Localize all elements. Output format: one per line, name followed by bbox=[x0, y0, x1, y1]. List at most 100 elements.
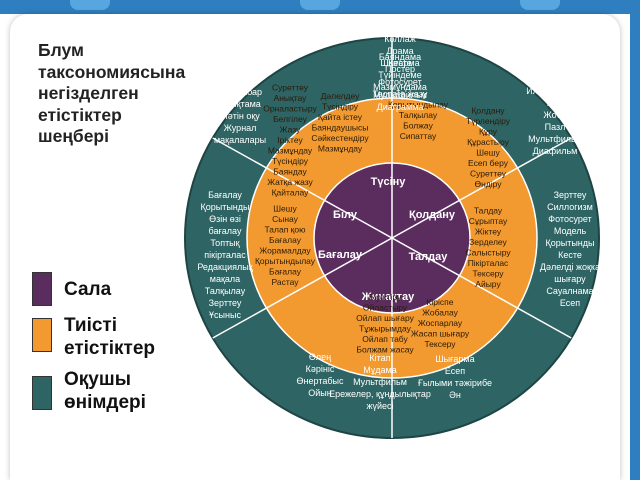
verb-label: Жорамалдау bbox=[259, 245, 311, 255]
verb-label: Тексеру bbox=[424, 339, 456, 349]
verb-label: Болжау bbox=[403, 120, 433, 130]
verb-label: Баяндаушысы bbox=[312, 122, 369, 132]
verb-label: Растау bbox=[271, 277, 299, 287]
legend-label: Тиісті етістіктер bbox=[64, 314, 155, 360]
title-line: етістіктер bbox=[38, 104, 122, 125]
verb-label: Талдау bbox=[474, 205, 503, 215]
verb-label: Қайта істеу bbox=[318, 112, 363, 122]
title-line: шеңбері bbox=[38, 126, 109, 146]
verb-label: Мазмұндау bbox=[268, 146, 313, 156]
verb-label: Мазмұндау bbox=[318, 143, 363, 153]
product-label: Жоба bbox=[543, 110, 566, 120]
product-label: мақала bbox=[210, 274, 240, 284]
product-label: Аналогия bbox=[380, 22, 420, 32]
product-label: Өнертабыс bbox=[297, 376, 344, 386]
product-label: Зерттеу bbox=[554, 190, 587, 200]
verb-label: Болжам жасау bbox=[356, 344, 414, 354]
product-label: Кітап bbox=[369, 353, 390, 363]
wheel-spoke bbox=[212, 237, 393, 339]
product-label: Пазл bbox=[545, 122, 566, 132]
product-label: Кесте bbox=[388, 58, 412, 68]
verb-label: Қорытындылау bbox=[255, 256, 316, 266]
product-label: Кесте bbox=[558, 250, 582, 260]
verb-label: Анықтау bbox=[274, 93, 308, 103]
verb-label: Жазу bbox=[280, 125, 301, 135]
verb-label: Бағалау bbox=[269, 235, 302, 245]
product-label: Фотосурет bbox=[533, 62, 576, 72]
right-frame-bar bbox=[630, 0, 640, 480]
verb-label: Жобалау bbox=[422, 308, 458, 318]
verb-label: Ойлап шығару bbox=[356, 313, 414, 323]
product-label: Мазмұндама bbox=[373, 82, 427, 92]
product-label: Бағалау bbox=[208, 190, 242, 200]
product-label: бағалау bbox=[209, 226, 242, 236]
product-label: Есеп bbox=[560, 298, 580, 308]
frame-tab bbox=[70, 0, 110, 10]
verb-label: Кіріспе bbox=[426, 297, 453, 307]
product-label: Мультфильм bbox=[528, 134, 582, 144]
legend-label: Сала bbox=[64, 278, 111, 301]
product-label: Модель bbox=[554, 226, 587, 236]
product-label: Топтық bbox=[210, 238, 239, 248]
verb-label: Түсіндіру bbox=[322, 101, 359, 111]
frame-tab bbox=[520, 0, 560, 10]
verb-label: Шешу bbox=[273, 203, 297, 213]
product-label: Ән bbox=[449, 390, 461, 400]
product-label: Шығарма bbox=[380, 58, 419, 68]
verb-label: Өндіру bbox=[474, 179, 502, 189]
product-label: Диаграмма bbox=[532, 38, 579, 48]
legend-swatch-purple bbox=[32, 272, 52, 306]
product-label: жүйесі bbox=[366, 401, 393, 411]
product-label: Болжам bbox=[538, 74, 571, 84]
verb-label: Талқылау bbox=[399, 110, 438, 120]
verb-label: Қорытындылау bbox=[388, 99, 449, 109]
product-label: Диафильм bbox=[533, 146, 578, 156]
product-label: Диаграмма bbox=[377, 102, 424, 112]
slide-title: Блум таксономиясына негізделген етістікт… bbox=[38, 40, 218, 148]
product-label: Қорытынды bbox=[545, 238, 594, 248]
verb-label: Жоспарлау bbox=[418, 318, 463, 328]
product-label: Тізім bbox=[545, 98, 565, 108]
legend-swatch-teal bbox=[32, 376, 52, 410]
verb-label: Жіктеу bbox=[475, 226, 502, 236]
verb-label: Түсіндіру bbox=[272, 156, 309, 166]
verb-label: Құру bbox=[479, 126, 498, 136]
wheel-spoke bbox=[391, 137, 572, 239]
title-line: таксономиясына bbox=[38, 61, 186, 82]
domain-label: Қолдану bbox=[409, 209, 456, 221]
verb-label: Баяндау bbox=[273, 167, 307, 177]
verb-label: Сынау bbox=[272, 214, 299, 224]
product-label: Талқылау bbox=[205, 286, 246, 296]
product-label: Аңдандар bbox=[219, 39, 260, 49]
product-label: Мүсін bbox=[543, 50, 566, 60]
product-label: Жазбалар bbox=[219, 63, 262, 73]
domain-label: Жинақтау bbox=[361, 291, 415, 303]
product-label: Мультфильм bbox=[353, 377, 407, 387]
domain-label: Білу bbox=[333, 209, 358, 221]
product-label: Зерттеу bbox=[209, 298, 242, 308]
title-line: Блум bbox=[38, 40, 84, 60]
verb-label: Зерделеу bbox=[469, 237, 507, 247]
product-label: Мәтін оқу bbox=[220, 111, 260, 121]
verb-label: Орналастыру bbox=[263, 104, 317, 114]
domain-label: Талдау bbox=[409, 251, 449, 263]
legend-label-line: өнімдері bbox=[64, 392, 146, 413]
legend-label: Оқушы өнімдері bbox=[64, 368, 146, 414]
verb-label: Суреттеу bbox=[470, 168, 507, 178]
verb-label: Шешу bbox=[476, 147, 500, 157]
product-label: Фотосурет bbox=[378, 77, 421, 87]
verb-label: Дәлелдеу bbox=[321, 91, 360, 101]
product-label: Түйіндеме bbox=[378, 70, 421, 80]
verb-label: Пікірталас bbox=[468, 258, 509, 268]
verb-label: Бағалау bbox=[269, 266, 302, 276]
title-line: негізделген bbox=[38, 83, 139, 103]
frame-tab bbox=[300, 0, 340, 10]
verb-label: Құрастыру bbox=[467, 137, 510, 147]
legend-label-line: Сала bbox=[64, 279, 112, 300]
product-label: Қорытынды bbox=[200, 202, 249, 212]
verb-label: Қайталау bbox=[272, 188, 310, 198]
product-label: Мультфильм bbox=[373, 90, 427, 100]
product-label: Драма bbox=[386, 46, 413, 56]
product-label: шығару bbox=[554, 274, 586, 284]
verb-label: Қолдану bbox=[471, 105, 505, 115]
